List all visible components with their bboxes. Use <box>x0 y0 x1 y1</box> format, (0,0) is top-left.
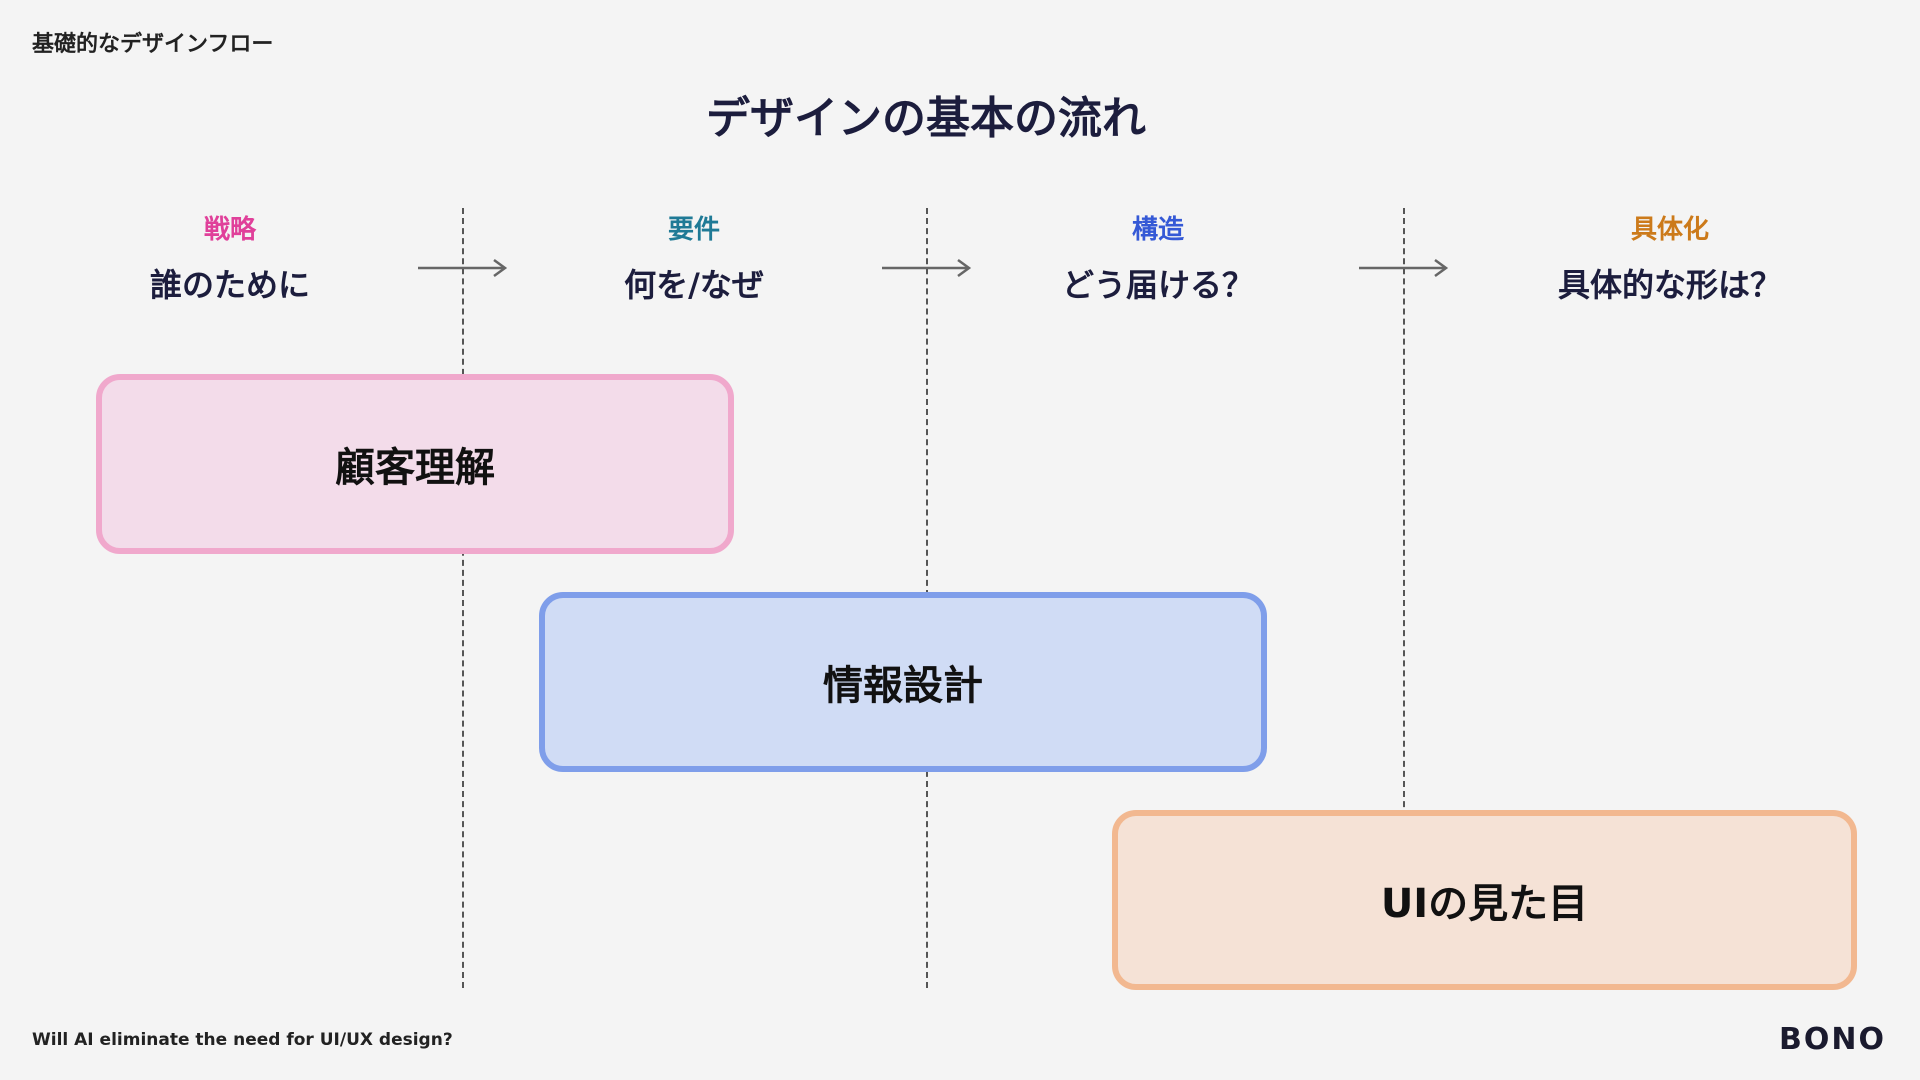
stage-requirements: 要件 何を/なぜ <box>474 210 914 310</box>
arrow-right-icon <box>882 258 972 278</box>
phase-label: 情報設計 <box>823 663 983 709</box>
arrow-right-icon <box>1359 258 1449 278</box>
stage-strategy: 戦略 誰のために <box>10 210 450 310</box>
stage-divider <box>1403 208 1405 988</box>
footer-tagline: Will AI eliminate the need for UI/UX des… <box>32 1030 453 1050</box>
stage-tag: 具体化 <box>1630 215 1709 245</box>
phase-customer-understanding: 顧客理解 <box>96 374 734 554</box>
stage-question: 何を/なぜ <box>624 266 764 304</box>
stage-divider <box>462 208 464 988</box>
stage-question: 具体的な形は？ <box>1557 266 1782 304</box>
phase-ui-visual: UIの見た目 <box>1112 810 1857 990</box>
stage-concretization: 具体化 具体的な形は？ <box>1450 210 1890 310</box>
stage-question: 誰のために <box>149 266 310 304</box>
stage-structure: 構造 どう届ける？ <box>938 210 1378 310</box>
page-title: デザインの基本の流れ <box>706 93 1146 144</box>
phase-label: UIの見た目 <box>1380 881 1589 927</box>
arrow-right-icon <box>418 258 508 278</box>
stage-tag: 要件 <box>667 215 720 245</box>
stage-tag: 戦略 <box>203 215 256 245</box>
stage-tag: 構造 <box>1131 215 1184 245</box>
corner-label: 基礎的なデザインフロー <box>32 32 274 57</box>
brand-logo: BONO <box>1779 1022 1886 1057</box>
phase-label: 顧客理解 <box>335 445 495 491</box>
stage-question: どう届ける？ <box>1061 266 1254 304</box>
phase-information-architecture: 情報設計 <box>539 592 1267 772</box>
